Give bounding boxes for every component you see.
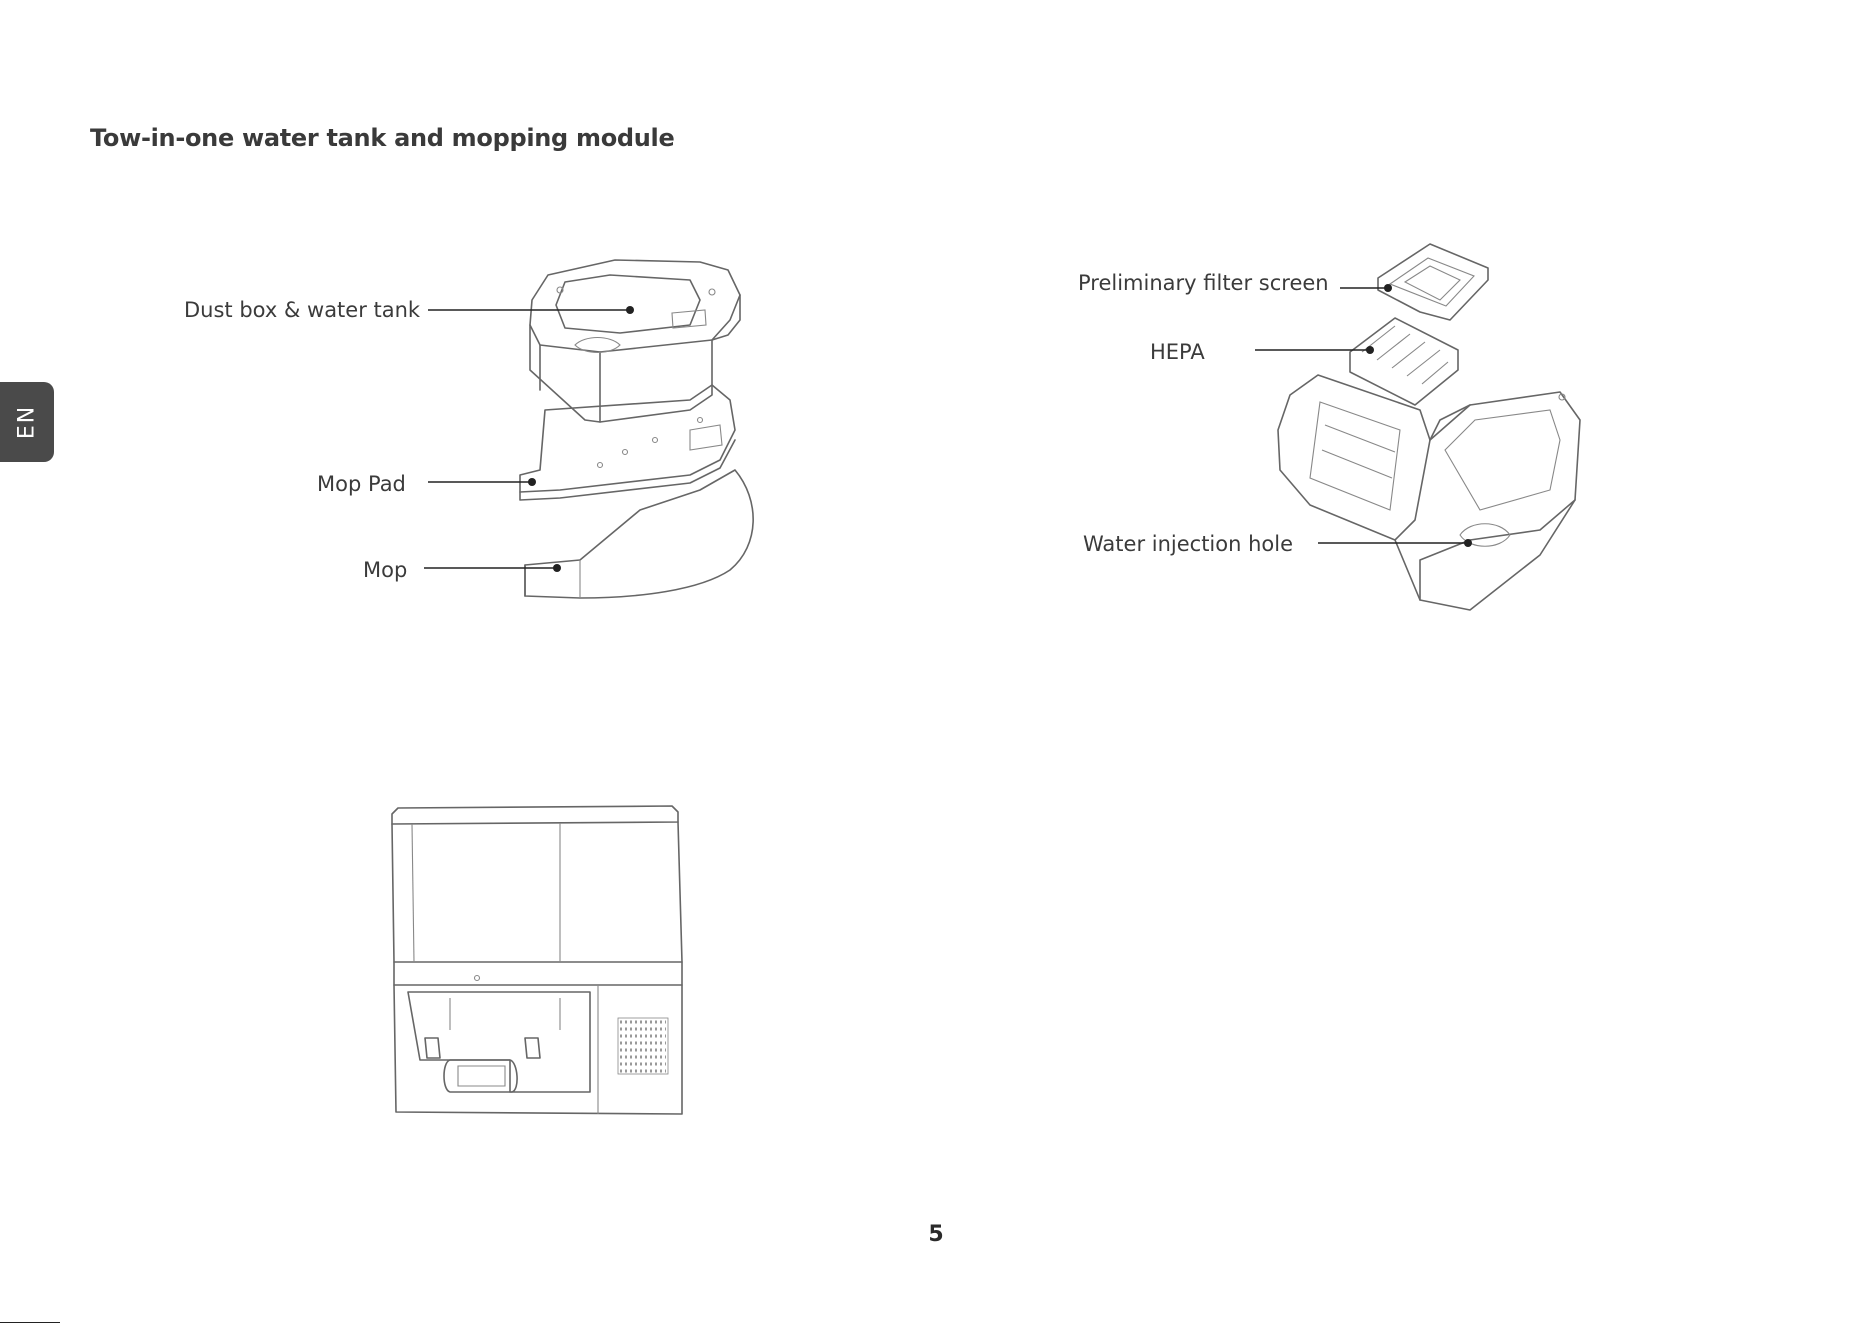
docking-station-illustration [392,806,682,1114]
footer-rule [0,1322,60,1323]
robot-exploded-illustration [424,260,753,598]
page-number: 5 [928,1222,943,1247]
dust-box-open-illustration [1255,244,1580,610]
